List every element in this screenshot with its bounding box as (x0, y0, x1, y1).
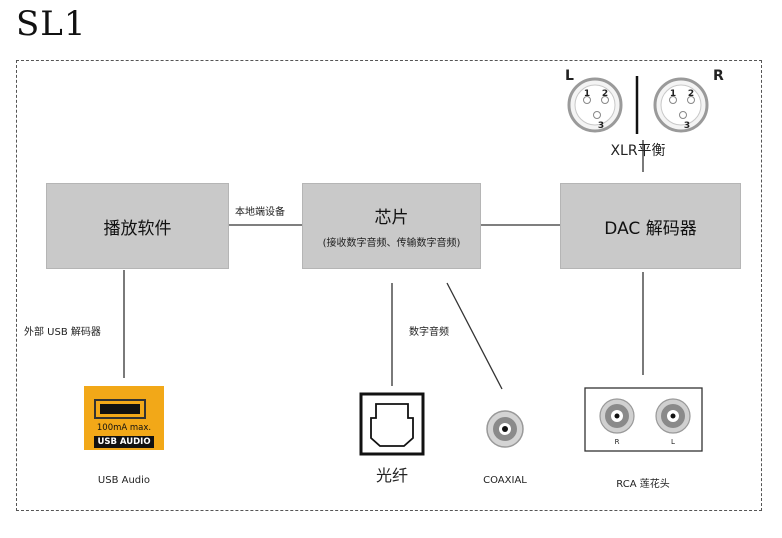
xlr-left-channel: L (565, 68, 574, 84)
xlr-left-icon (567, 77, 623, 133)
xlr-label: XLR平衡 (610, 143, 666, 159)
rca-l-label: L (671, 438, 675, 446)
xlr-right-pin1: 1 (670, 89, 676, 99)
dac-box: DAC 解码器 (560, 183, 741, 269)
chip-sublabel: (接收数字音频、传输数字音频) (322, 238, 461, 249)
xlr-right-channel: R (713, 68, 724, 84)
digital-audio-label: 数字音频 (409, 327, 449, 338)
usb-slot-icon (94, 399, 146, 419)
xlr-right-icon (653, 77, 709, 133)
external-usb-label: 外部 USB 解码器 (24, 327, 101, 338)
optical-icon (359, 392, 425, 456)
local-device-label: 本地端设备 (235, 207, 285, 218)
system-boundary (16, 60, 762, 511)
usb-audio-tag: USB AUDIO (94, 436, 154, 448)
usb-current-label: 100mA max. (96, 423, 152, 433)
rca-caption: RCA 莲花头 (616, 479, 670, 490)
page-title: SL1 (16, 4, 87, 44)
rca-r-label: R (615, 438, 620, 446)
dac-label: DAC 解码器 (604, 218, 697, 239)
usb-audio-icon: 100mA max. USB AUDIO (84, 386, 164, 450)
playback-software-label: 播放软件 (103, 218, 172, 239)
xlr-left-pin3: 3 (598, 121, 604, 131)
playback-software-box: 播放软件 (46, 183, 229, 269)
xlr-right-pin2: 2 (688, 89, 694, 99)
optical-caption: 光纤 (375, 466, 408, 485)
rca-icon (584, 387, 703, 452)
chip-box: 芯片 (接收数字音频、传输数字音频) (302, 183, 481, 269)
xlr-right-pin3: 3 (684, 121, 690, 131)
xlr-left-pin1: 1 (584, 89, 590, 99)
coaxial-caption: COAXIAL (483, 475, 527, 486)
xlr-left-pin2: 2 (602, 89, 608, 99)
usb-audio-caption: USB Audio (97, 475, 151, 486)
chip-label: 芯片 (374, 208, 409, 228)
coaxial-icon (486, 410, 524, 448)
edge-chip-coaxial (446, 282, 503, 390)
